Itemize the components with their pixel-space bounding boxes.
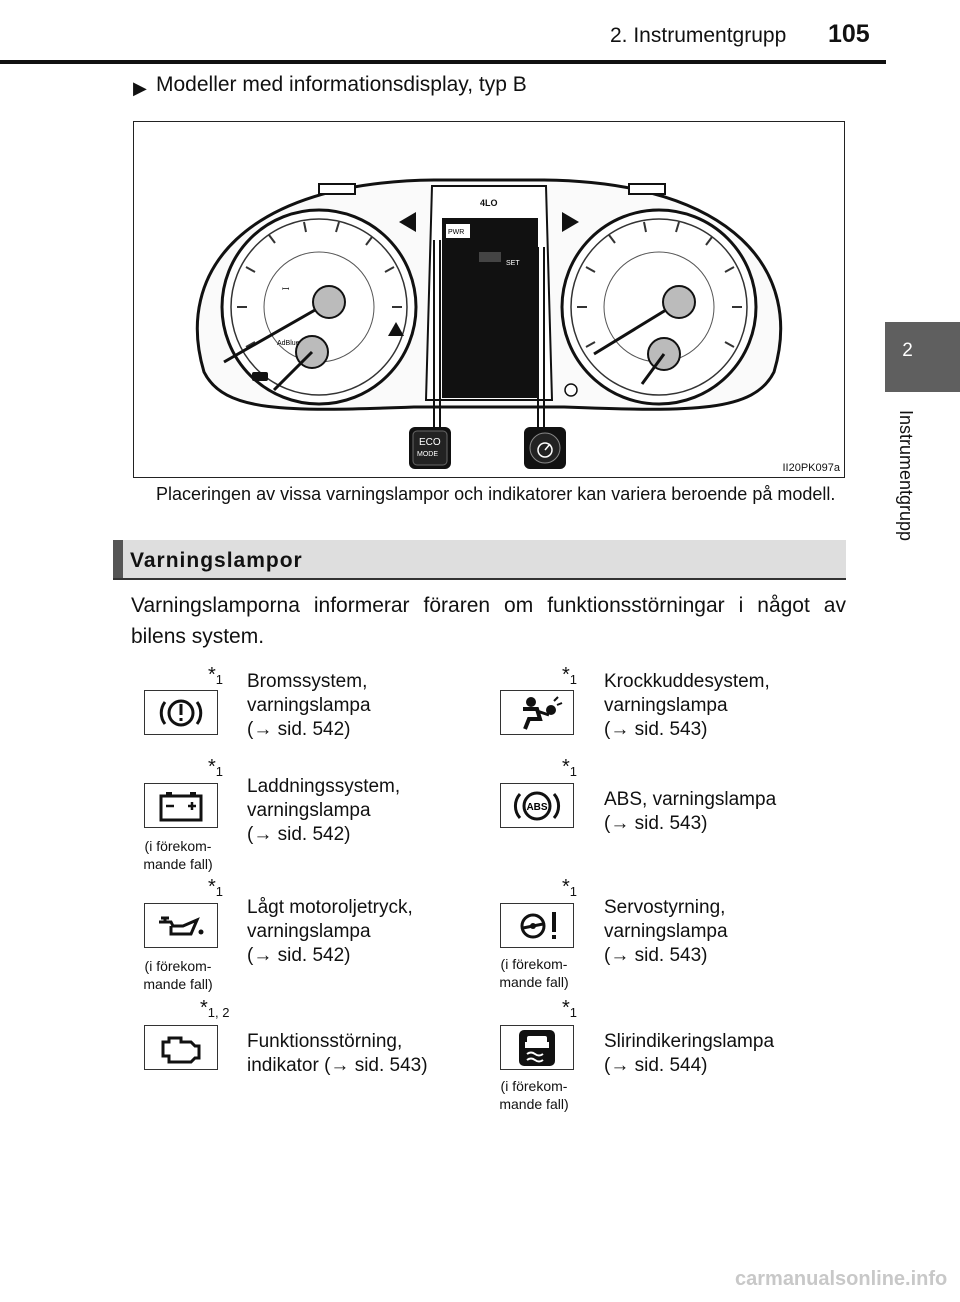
footnote-marker: *1	[562, 997, 578, 1020]
footnote-marker: *1	[562, 664, 578, 687]
availability-note: (i förekom- mande fall)	[499, 956, 569, 990]
slip-indicator-icon	[500, 1025, 574, 1070]
warning-description: Servostyrning, varningslampa (→ sid. 543…	[604, 897, 728, 966]
footnote-marker: *1	[208, 876, 224, 899]
footnote-marker: *1, 2	[200, 997, 230, 1020]
header-rule	[0, 60, 886, 64]
bullet-arrow-icon: ▶	[133, 78, 147, 98]
mode-button-text: MODE	[417, 451, 438, 458]
availability-note: (i förekom- mande fall)	[143, 958, 213, 992]
power-steering-icon	[500, 903, 574, 948]
warning-description: Bromssystem, varningslampa (→ sid. 542)	[247, 671, 371, 740]
abs-warning-icon: ABS	[500, 783, 574, 828]
availability-note: (i förekom- mande fall)	[143, 838, 213, 872]
footnote-marker: *1	[562, 876, 578, 899]
section-title-bar	[113, 540, 846, 580]
availability-note: (i förekom- mande fall)	[499, 1078, 569, 1112]
figure-code: II20PK097a	[782, 462, 841, 474]
check-engine-icon	[144, 1025, 218, 1070]
page-number: 105	[828, 20, 870, 48]
oil-pressure-icon	[144, 903, 218, 948]
section-title: Varningslampor	[130, 549, 303, 572]
battery-warning-icon	[144, 783, 218, 828]
eco-mode-button-callout: ECO MODE	[409, 427, 451, 469]
warning-description: Funktionsstörning, indikator (→ sid. 543…	[247, 1031, 428, 1076]
pwr-mode-label: PWR	[448, 229, 464, 236]
intro-heading: Modeller med informationsdisplay, typ B	[156, 73, 527, 96]
warning-description: ABS, varningslampa (→ sid. 543)	[604, 789, 777, 834]
tachometer-gauge	[560, 208, 758, 406]
speedometer-gauge: ꟷ AdBlue	[220, 208, 418, 406]
svg-text:ABS: ABS	[526, 802, 547, 813]
brake-warning-icon	[144, 690, 218, 735]
running-header-section: 2. Instrumentgrupp	[610, 24, 787, 47]
footnote-marker: *1	[208, 664, 224, 687]
section-title-accent	[113, 540, 123, 578]
footnote-marker: *1	[208, 756, 224, 779]
figure-caption: Placeringen av vissa varningslampor och …	[156, 484, 836, 504]
warning-description: Laddningssystem, varningslampa (→ sid. 5…	[247, 776, 401, 845]
chapter-tab-label: Instrumentgrupp	[896, 410, 916, 542]
footnote-marker: *1	[562, 756, 578, 779]
svg-text:ꟷ: ꟷ	[282, 284, 289, 294]
airbag-warning-icon	[500, 690, 574, 735]
warning-description: Krockkuddesystem, varningslampa (→ sid. …	[604, 671, 770, 740]
warning-description: Slirindikeringslampa (→ sid. 544)	[604, 1031, 775, 1076]
4lo-indicator-label: 4LO	[480, 198, 498, 208]
cruise-control-button-callout	[524, 427, 566, 469]
body-paragraph: Varningslamporna informerar föraren om f…	[131, 594, 846, 648]
instrument-cluster-illustration: ꟷ AdBlue	[195, 178, 783, 469]
chapter-tab-number: 2	[902, 340, 913, 361]
eco-button-text: ECO	[419, 437, 441, 448]
warning-description: Lågt motoroljetryck, varningslampa (→ si…	[247, 897, 413, 966]
chapter-tab	[885, 322, 960, 392]
instrument-cluster-figure: ꟷ AdBlue	[133, 121, 845, 478]
cruise-set-label: SET	[506, 260, 520, 267]
footer-watermark: carmanualsonline.info	[735, 1268, 948, 1290]
center-information-display: PWR SET 4LO	[399, 185, 579, 427]
svg-text:AdBlue: AdBlue	[277, 340, 300, 347]
